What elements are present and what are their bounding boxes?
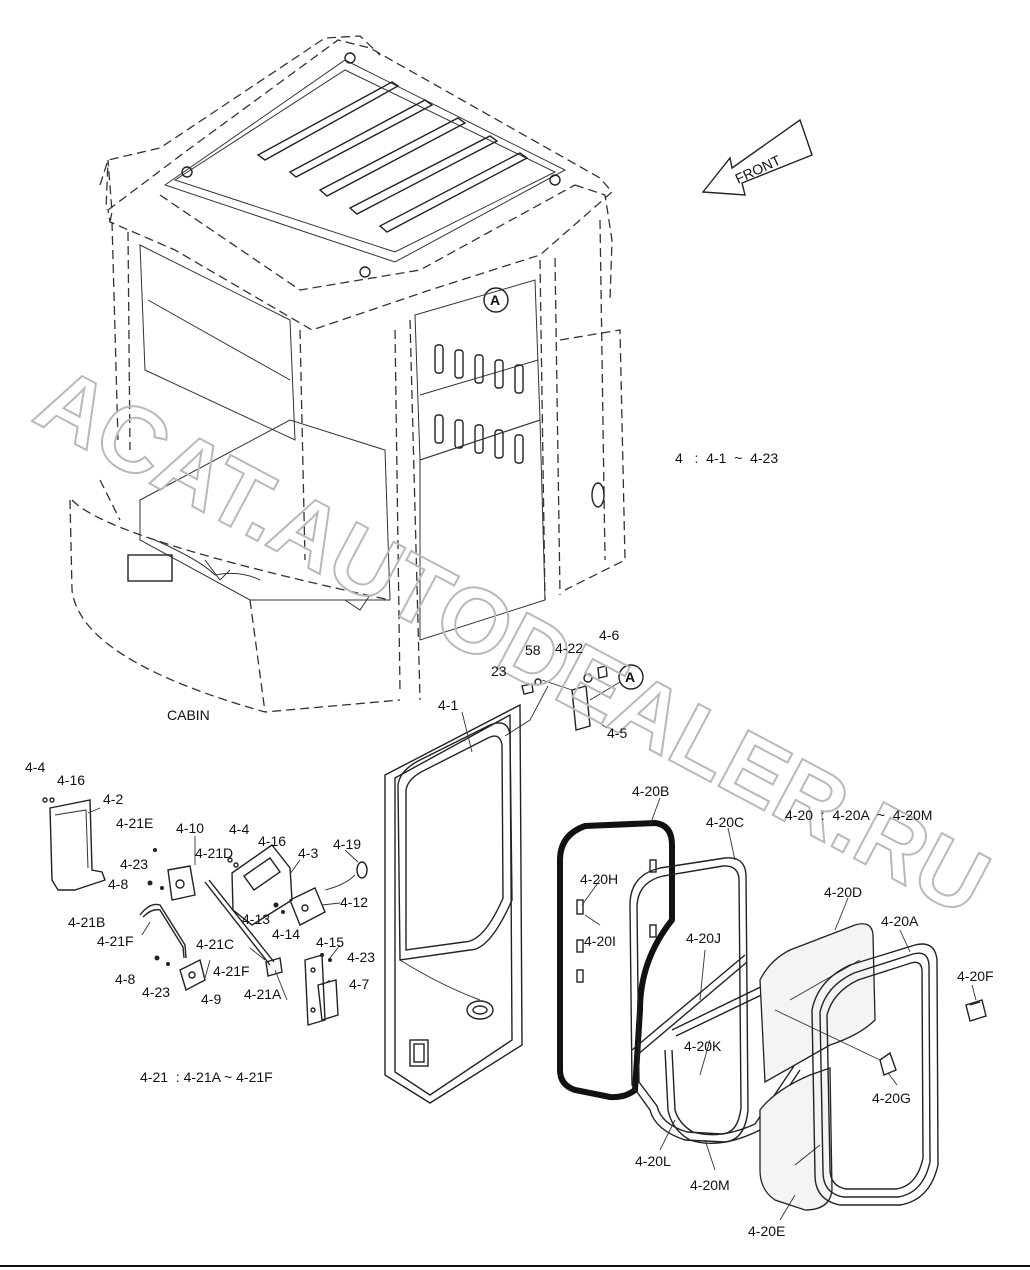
- label-4-23c: 4-23: [142, 984, 170, 1000]
- cable-4-19: [324, 861, 368, 891]
- label-4-16b: 4-16: [258, 833, 286, 849]
- marker-a-text: A: [490, 292, 500, 308]
- label-4-21A: 4-21A: [244, 986, 282, 1002]
- label-4-8: 4-8: [108, 876, 128, 892]
- label-4-20C: 4-20C: [706, 814, 744, 830]
- bracket-4-21A: [265, 957, 283, 977]
- label-4-19: 4-19: [333, 836, 361, 852]
- door-4-1: [384, 703, 523, 1104]
- lock-4-12: [289, 887, 326, 926]
- detail-marker-bottom: A: [618, 664, 644, 690]
- block-4-20F: [965, 999, 987, 1022]
- label-4-10: 4-10: [176, 820, 204, 836]
- label-4-7: 4-7: [349, 976, 369, 992]
- label-4-21E: 4-21E: [116, 815, 153, 831]
- label-4-2: 4-2: [103, 791, 123, 807]
- label-4-20I: 4-20I: [584, 933, 616, 949]
- label-4-3: 4-3: [298, 845, 318, 861]
- door-seal-4-20B: [557, 819, 675, 1101]
- label-4-13: 4-13: [242, 911, 270, 927]
- side-wall-slots: [434, 344, 524, 464]
- rod-4-21C: [204, 879, 275, 966]
- screws: [147, 848, 332, 966]
- cabin-caption: CABIN: [167, 707, 210, 723]
- seal-4-20A: [811, 943, 939, 1206]
- label-4-4b: 4-4: [229, 821, 249, 837]
- label-4-20K: 4-20K: [684, 1038, 722, 1054]
- label-4-20E: 4-20E: [748, 1223, 785, 1239]
- label-4-14: 4-14: [272, 926, 300, 942]
- label-4-23: 4-23: [120, 856, 148, 872]
- label-4-20D: 4-20D: [824, 884, 862, 900]
- label-4-21D: 4-21D: [195, 845, 233, 861]
- label-4-8b: 4-8: [115, 971, 135, 987]
- label-4-15: 4-15: [316, 934, 344, 950]
- part-labels: 23 58 4-22 4-6 4-1 4-5 4-4 4-16 4-2 4-21…: [25, 627, 994, 1239]
- block-4-20G: [879, 1051, 897, 1076]
- cabin-frame: [69, 35, 626, 713]
- label-58: 58: [525, 642, 541, 658]
- label-4-20L: 4-20L: [635, 1153, 671, 1169]
- label-4-20G: 4-20G: [872, 1090, 911, 1106]
- glass-4-20D-4-20E: [759, 923, 876, 1211]
- detail-marker-top: A: [483, 287, 509, 313]
- lock-4-10: [167, 865, 196, 901]
- label-4-4: 4-4: [25, 759, 45, 775]
- note-group-4-21: 4-21 : 4-21A ~ 4-21F: [140, 1069, 273, 1085]
- hinge-assembly: [504, 665, 621, 737]
- label-4-22: 4-22: [555, 640, 583, 656]
- label-4-20F: 4-20F: [957, 968, 994, 984]
- label-4-20A: 4-20A: [881, 913, 919, 929]
- label-4-5: 4-5: [607, 725, 627, 741]
- label-4-21C: 4-21C: [196, 936, 234, 952]
- glass-4-20C: [629, 857, 749, 1143]
- watermark: ACAT.AUTODEALER.RU: [20, 347, 1006, 937]
- front-text: FRONT: [733, 152, 784, 187]
- label-4-20B: 4-20B: [632, 783, 669, 799]
- watermark-text: ACAT.AUTODEALER.RU: [21, 348, 1005, 936]
- cover-4-2: [42, 797, 106, 891]
- leader-lines: [87, 711, 977, 1221]
- label-4-23b: 4-23: [347, 949, 375, 965]
- label-4-20J: 4-20J: [686, 930, 721, 946]
- label-23: 23: [491, 663, 507, 679]
- bracket-4-9: [179, 958, 206, 992]
- label-4-12: 4-12: [340, 894, 368, 910]
- label-4-20H: 4-20H: [580, 871, 618, 887]
- label-4-9: 4-9: [201, 991, 221, 1007]
- marker-a-text: A: [625, 669, 635, 685]
- striker-4-7: [304, 954, 339, 1026]
- rod-4-21B: [139, 903, 187, 959]
- label-4-16: 4-16: [57, 772, 85, 788]
- label-4-21F-b: 4-21F: [213, 963, 250, 979]
- label-4-21B: 4-21B: [68, 914, 105, 930]
- label-4-6: 4-6: [599, 627, 619, 643]
- note-group-4: 4 : 4-1 ~ 4-23: [675, 450, 778, 466]
- front-arrow: FRONT: [701, 118, 813, 196]
- label-4-1: 4-1: [438, 697, 458, 713]
- note-group-4-20: 4-20 : 4-20A ~ 4-20M: [785, 807, 932, 823]
- label-4-20M: 4-20M: [690, 1177, 730, 1193]
- label-4-21F: 4-21F: [97, 933, 134, 949]
